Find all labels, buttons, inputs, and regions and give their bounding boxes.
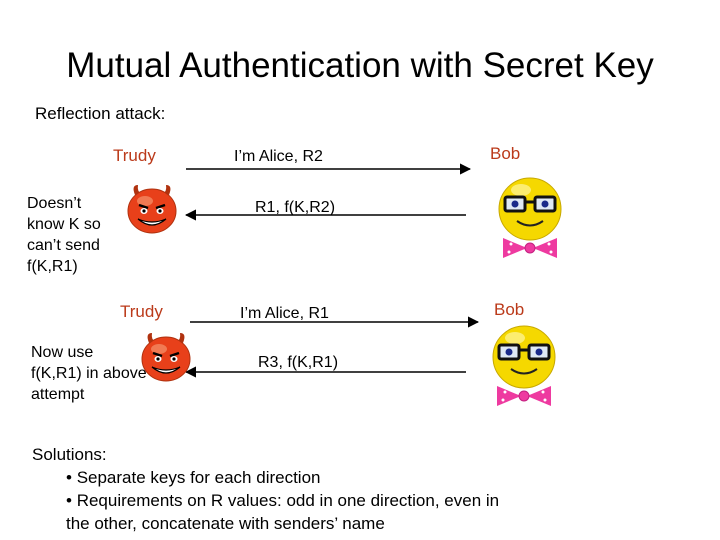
note-line: Doesn’t	[27, 195, 82, 212]
note-line: can’t send	[27, 237, 100, 254]
bob-label-2: Bob	[494, 300, 525, 319]
solutions-heading: Solutions:	[32, 445, 107, 464]
message-r1-fkr2: R1, f(K,R2)	[255, 199, 336, 216]
solution-item-continuation: the other, concatenate with senders’ nam…	[66, 514, 385, 533]
solution-text: Separate keys for each direction	[76, 468, 321, 487]
note-line: know K so	[27, 216, 101, 233]
trudy-note-1: Doesn’t know K so can’t send f(K,R1)	[27, 193, 127, 277]
trudy-label-2: Trudy	[120, 302, 163, 321]
trudy-label-1: Trudy	[113, 146, 156, 165]
note-line: attempt	[31, 386, 85, 403]
note-line: f(K,R1)	[27, 258, 78, 275]
message-r3-fkr1: R3, f(K,R1)	[258, 354, 339, 371]
trudy-devil-icon	[141, 333, 191, 382]
solutions-block: Solutions: • Separate keys for each dire…	[32, 443, 672, 535]
trudy-note-2: Now use f(K,R1) in above attempt	[31, 342, 181, 405]
note-line: f(K,R1) in above	[31, 365, 147, 382]
slide-title: Mutual Authentication with Secret Key	[66, 46, 654, 85]
solution-text: Requirements on R values: odd in one dir…	[76, 491, 500, 510]
message-alice-r2: I’m Alice, R2	[234, 148, 323, 165]
trudy-devil-icon	[127, 185, 177, 234]
bob-label-1: Bob	[490, 144, 521, 163]
bob-nerd-icon	[498, 177, 562, 258]
message-alice-r1: I’m Alice, R1	[240, 305, 329, 322]
subtitle: Reflection attack:	[35, 104, 166, 123]
bob-nerd-icon	[492, 325, 556, 406]
solution-item: • Requirements on R values: odd in one d…	[66, 491, 500, 510]
note-line: Now use	[31, 344, 94, 361]
solution-item: • Separate keys for each direction	[66, 468, 321, 487]
